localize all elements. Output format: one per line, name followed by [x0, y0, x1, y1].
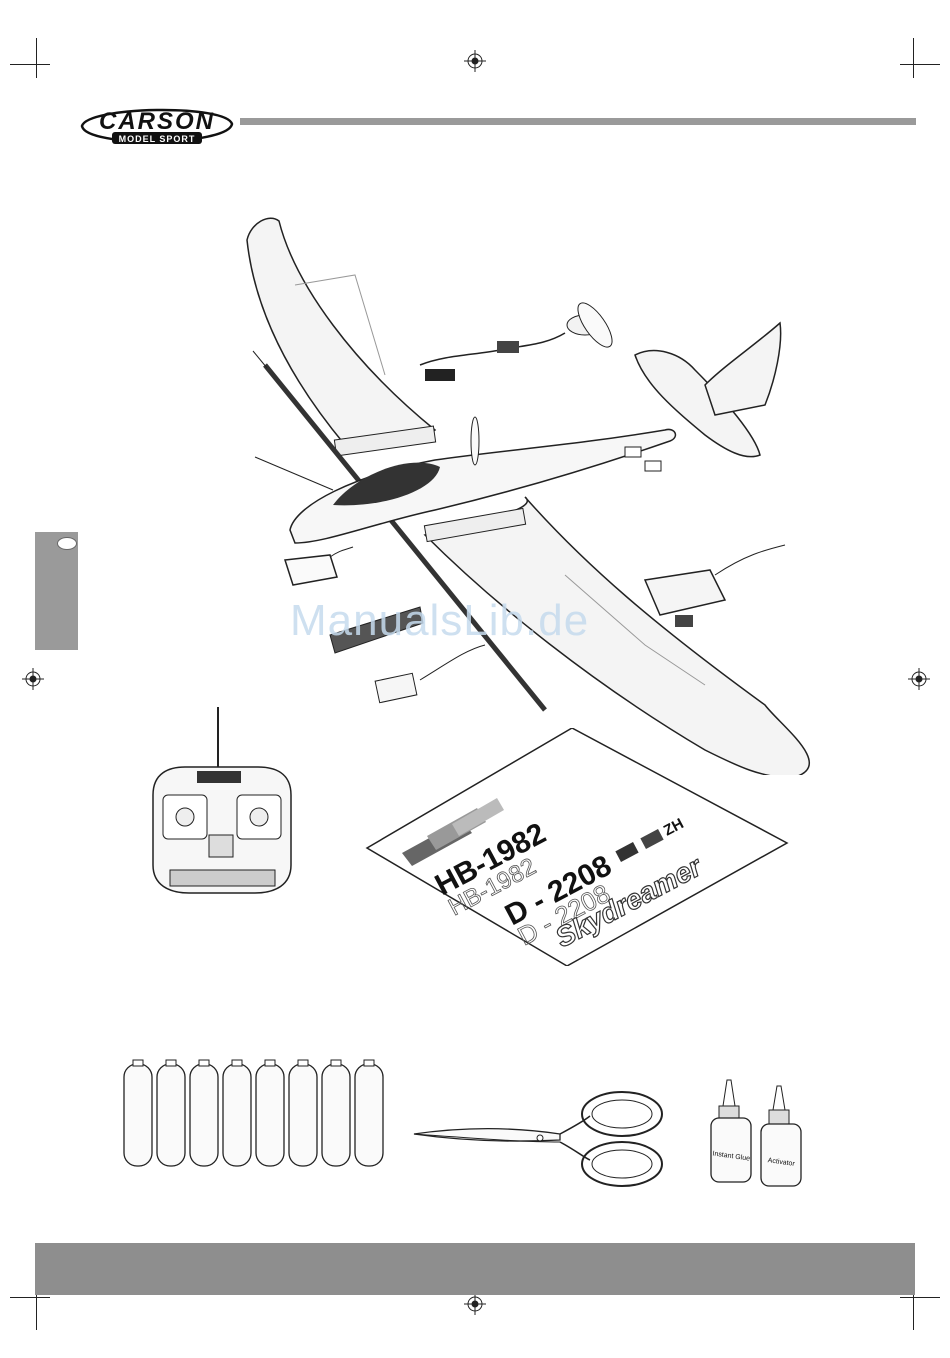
battery: [322, 1060, 350, 1166]
crop-mark: [36, 38, 37, 78]
decal-sheet: HB-1982 HB-1982 D - 2208 D - 2208 Skydre…: [362, 728, 792, 966]
transmitter-illustration: [145, 705, 300, 900]
crop-mark: [36, 1290, 37, 1330]
crop-mark: [10, 1297, 50, 1298]
battery: [289, 1060, 317, 1166]
glue-bottles-illustration: Instant Glue Activator: [705, 1078, 805, 1190]
brand-name: CARSON: [99, 108, 215, 135]
brand-logo: CARSON MODEL SPORT: [78, 102, 236, 150]
crop-mark: [900, 1297, 940, 1298]
battery: [157, 1060, 185, 1166]
battery: [355, 1060, 383, 1166]
crop-mark: [10, 64, 50, 65]
language-tab-oval: [57, 537, 77, 550]
header-bar: [240, 118, 916, 125]
battery: [223, 1060, 251, 1166]
footer-bar: [35, 1243, 915, 1295]
language-side-tab: [35, 532, 78, 650]
crop-mark: [913, 1290, 914, 1330]
battery: [124, 1060, 152, 1166]
registration-mark-bottom: [464, 1293, 486, 1315]
crop-mark: [900, 64, 940, 65]
registration-mark-right: [908, 668, 930, 690]
crop-mark: [913, 38, 914, 78]
brand-subtitle: MODEL SPORT: [119, 134, 196, 144]
aa-batteries: [118, 1058, 388, 1170]
watermark-text: ManualsLib.de: [290, 596, 670, 646]
registration-mark-top: [464, 50, 486, 72]
airplane-kit-illustration: [235, 205, 825, 775]
registration-mark-left: [22, 668, 44, 690]
battery: [256, 1060, 284, 1166]
scissors-illustration: [410, 1090, 670, 1190]
battery: [190, 1060, 218, 1166]
